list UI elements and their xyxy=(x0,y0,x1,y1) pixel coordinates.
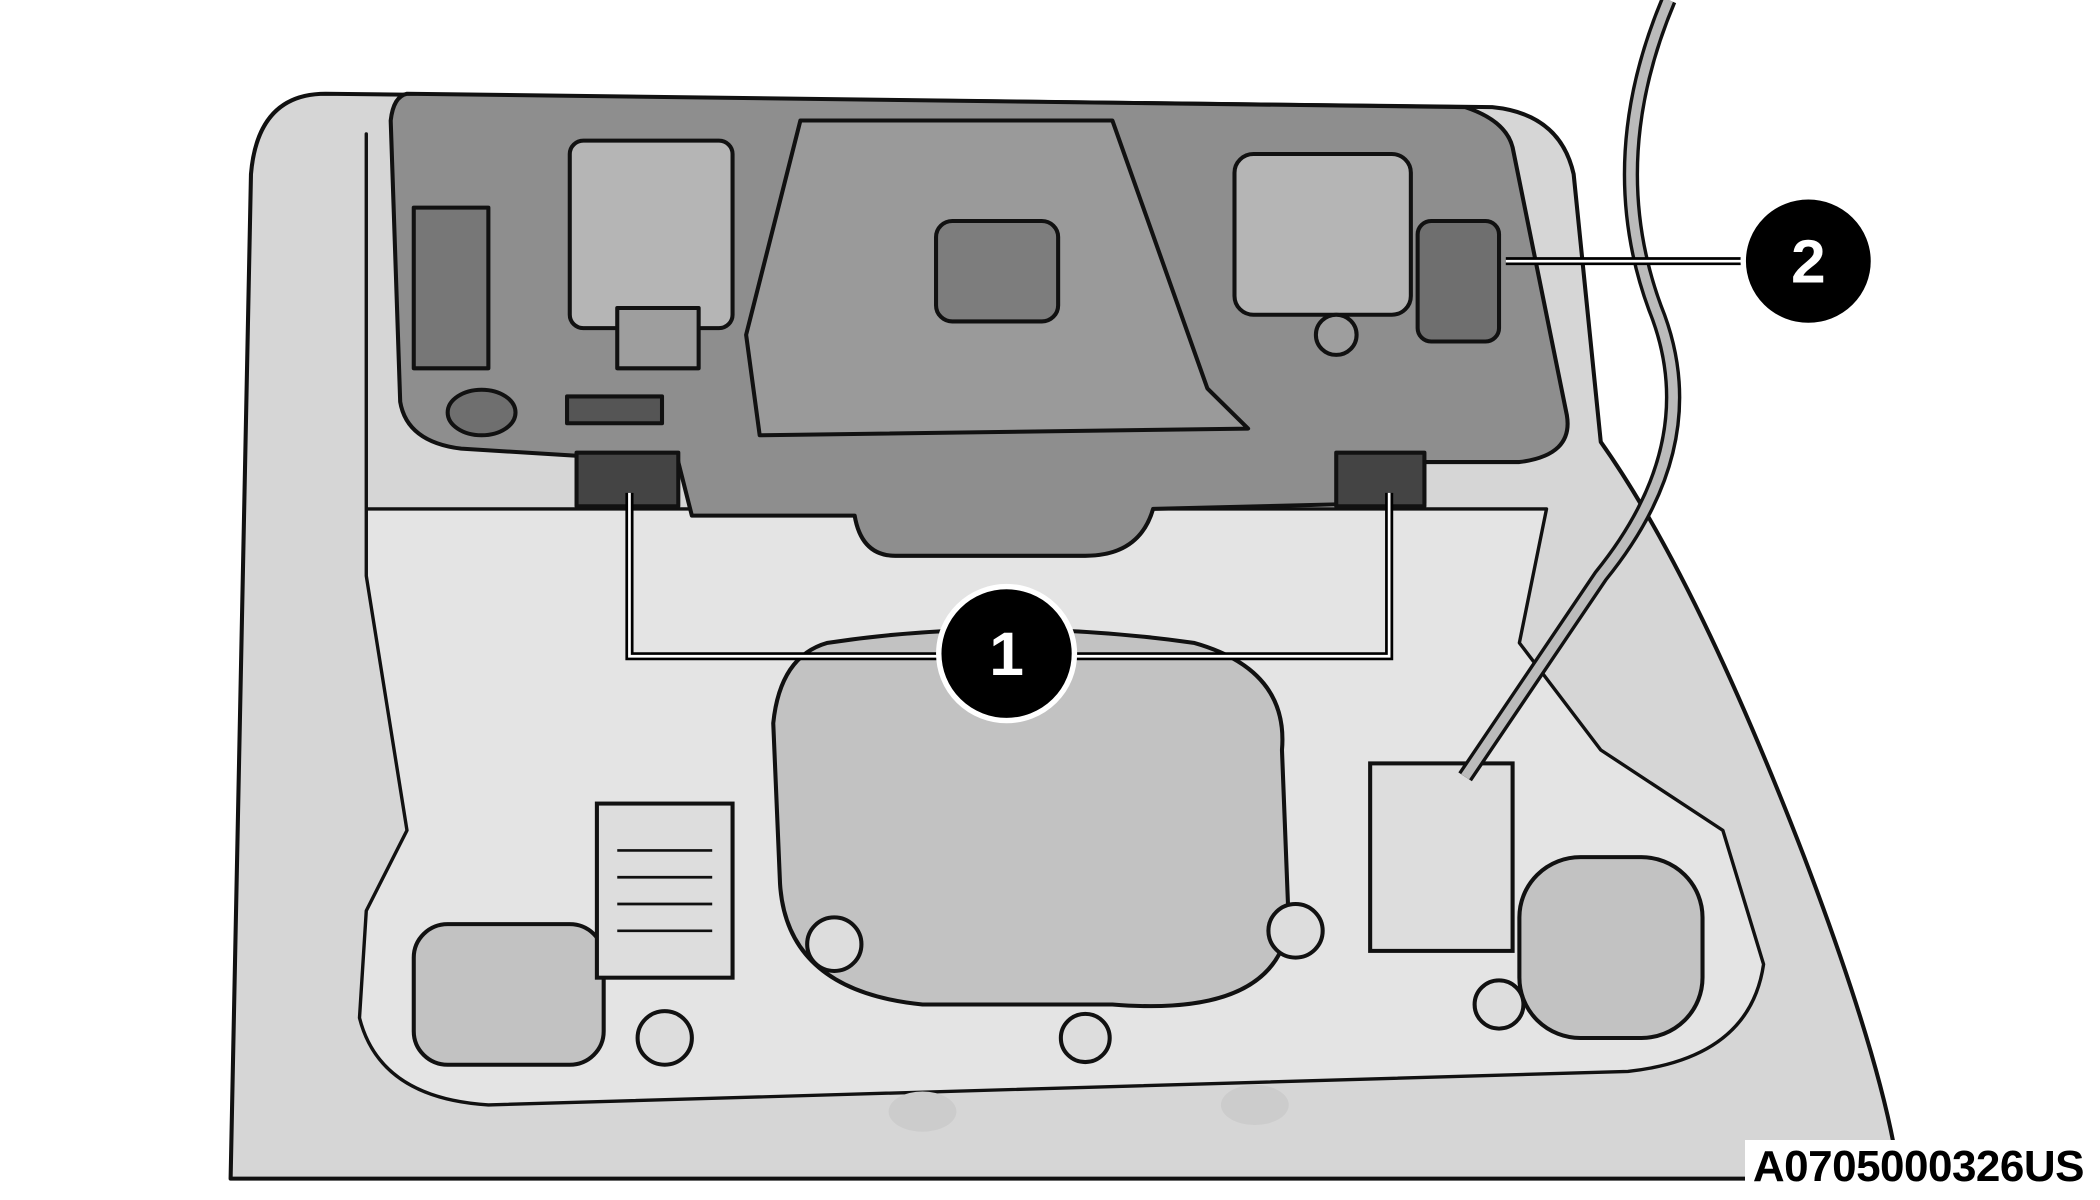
left-connector xyxy=(594,801,735,980)
reference-code: A0705000326US xyxy=(1744,1140,2092,1194)
right-connector xyxy=(1368,761,1515,953)
callout-1: 1 xyxy=(936,583,1078,724)
module xyxy=(388,91,1570,558)
callout-1-number: 1 xyxy=(989,620,1024,689)
callout-2: 2 xyxy=(1740,194,1877,329)
left-lamp xyxy=(411,922,606,1067)
callout-2-number: 2 xyxy=(1791,228,1826,297)
right-lamp xyxy=(1517,855,1705,1040)
center-lamp xyxy=(771,627,1291,1009)
